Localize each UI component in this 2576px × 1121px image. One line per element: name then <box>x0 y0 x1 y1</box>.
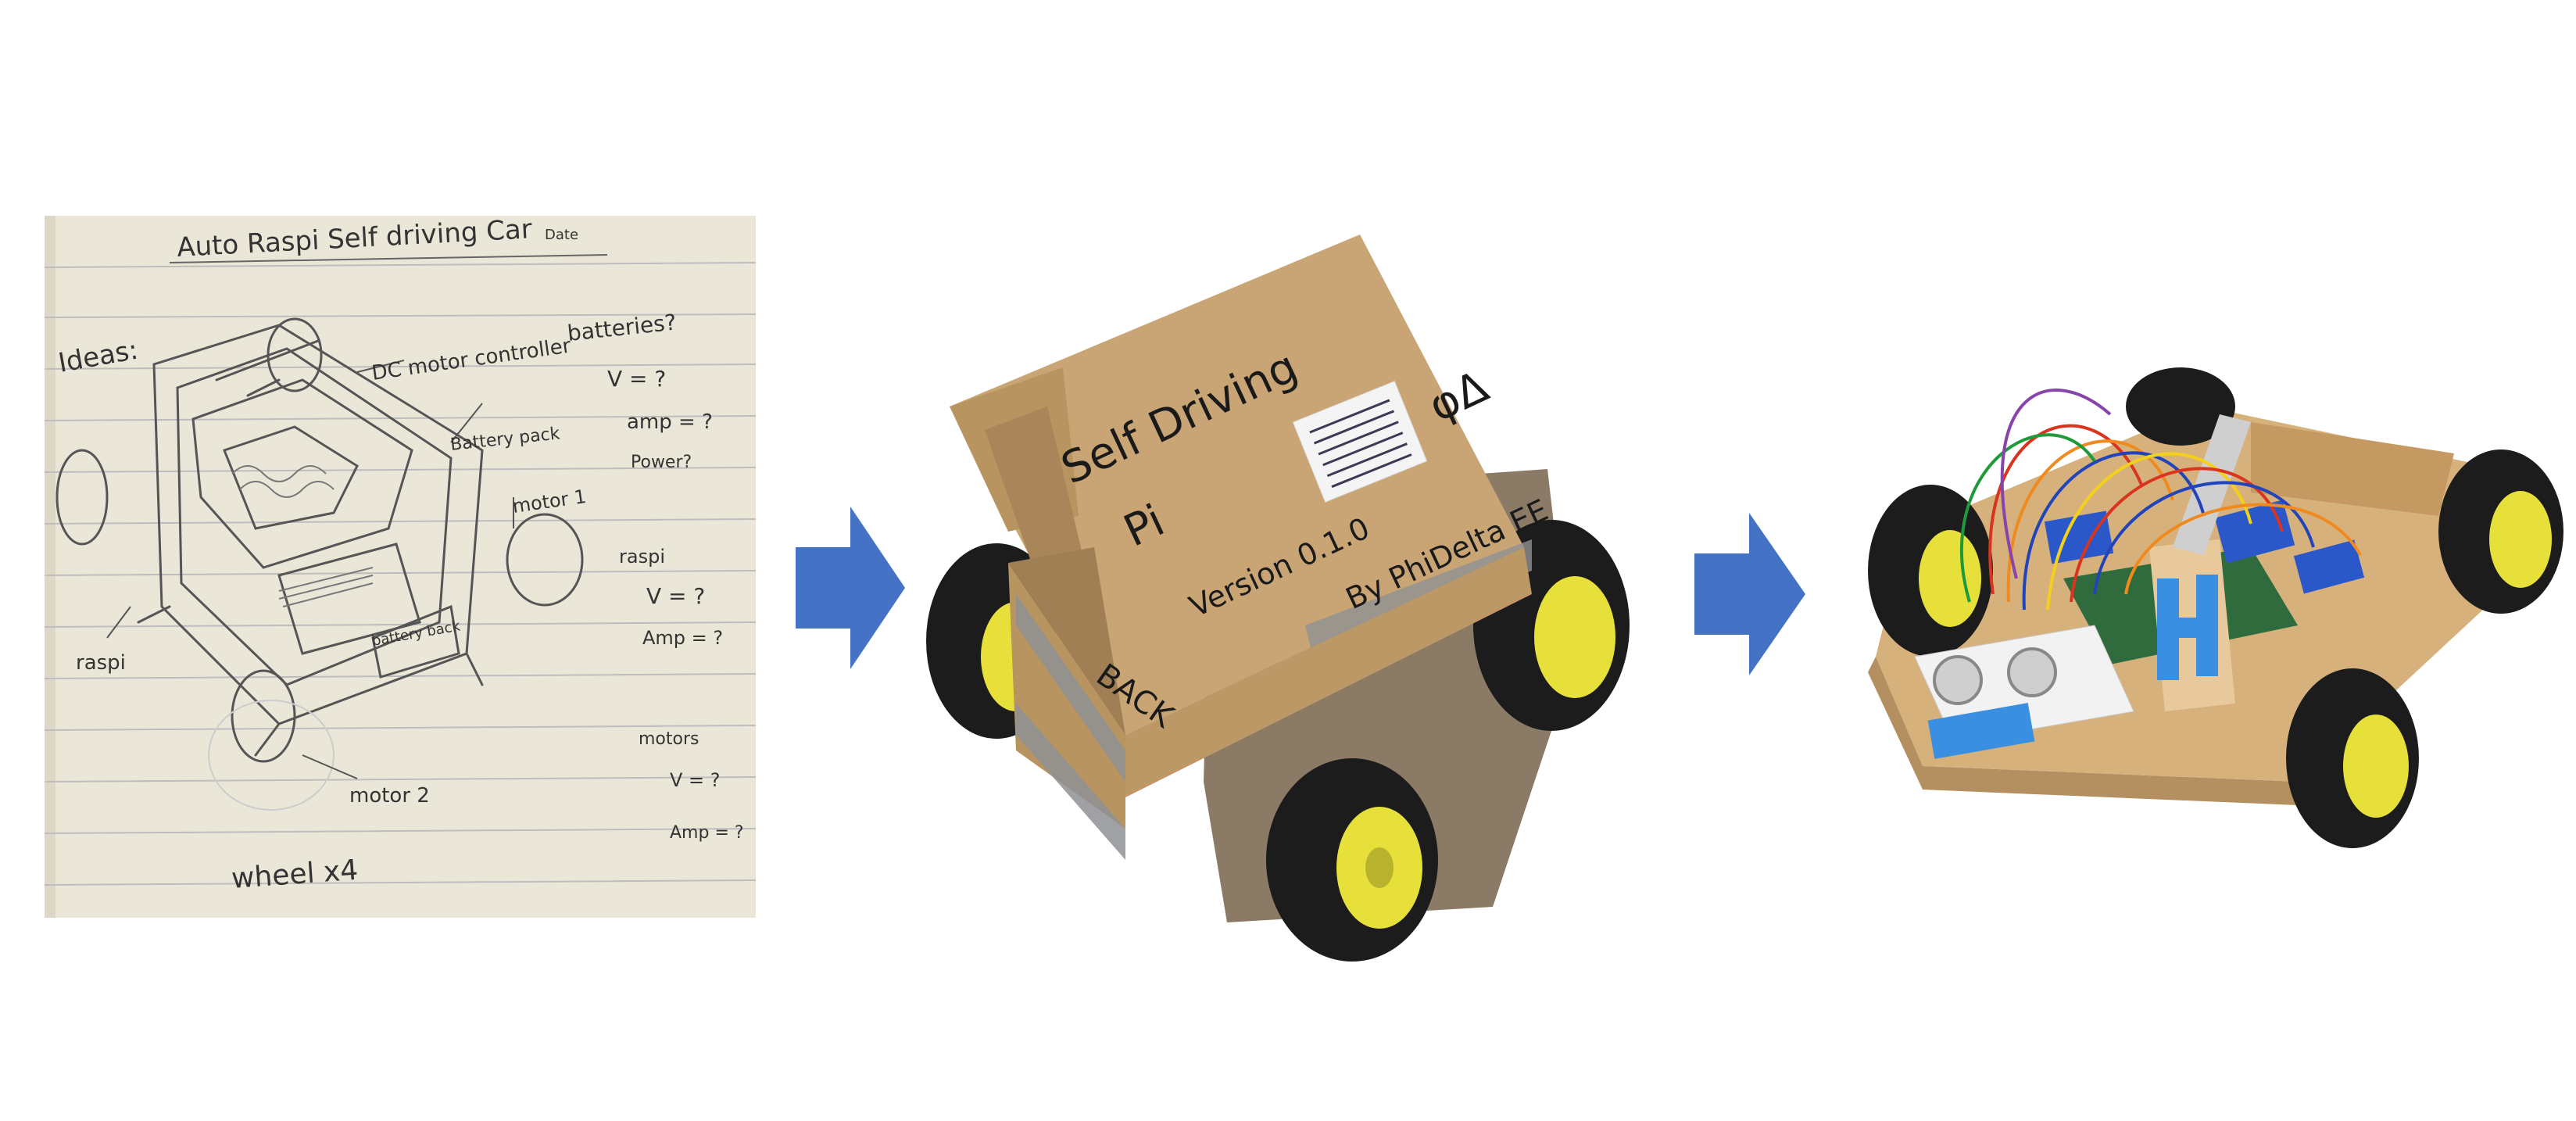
sketch-raspi: raspi <box>76 651 126 675</box>
sketch-amp-q: amp = ? <box>627 410 713 434</box>
sketch-v-q: V = ? <box>607 366 666 392</box>
sketch-motors-head: motors <box>639 729 699 749</box>
notebook-sketch: Auto Raspi Self driving Car Date Ideas: … <box>45 216 756 918</box>
sketch-raspi-amp: Amp = ? <box>642 627 723 649</box>
sketch-raspi-head: raspi <box>619 546 665 568</box>
electronics-car-photo <box>1813 344 2563 868</box>
sketch-motors-amp: Amp = ? <box>670 823 744 843</box>
sketch-date-mark: Date <box>545 227 578 243</box>
cardboard-car-photo: Self Driving Pi φΔ Version 0.1.0 By PhiD… <box>899 235 1649 962</box>
sketch-motor2: motor 2 <box>349 784 430 808</box>
arrow-right-icon <box>796 507 905 669</box>
sketch-motors-v: V = ? <box>670 769 721 791</box>
arrow-right-icon <box>1694 513 1805 675</box>
sketch-raspi-v: V = ? <box>646 583 705 609</box>
sketch-power-q: Power? <box>631 453 692 472</box>
